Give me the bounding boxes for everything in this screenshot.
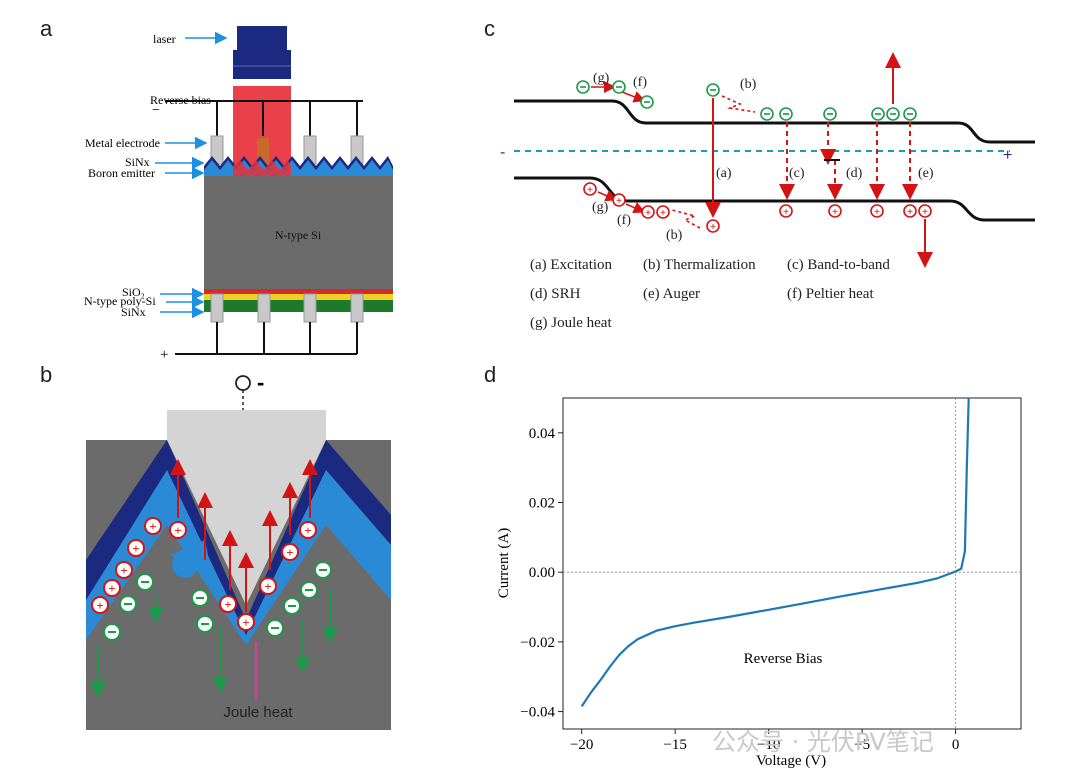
y-tick-label: −0.02 (520, 635, 555, 651)
legend-band-to-band: (c) Band-to-band (787, 257, 890, 273)
label-n-type-si: N-type Si (275, 228, 322, 242)
legend-auger: (e) Auger (643, 286, 701, 302)
svg-text:+: + (224, 597, 231, 612)
x-tick-label: −15 (663, 737, 686, 753)
label-reverse-bias: Reverse bias (150, 93, 211, 107)
label-n-type-poly: N-type poly-Si (84, 294, 156, 308)
y-tick-label: 0.00 (529, 565, 555, 581)
panel-c-letter: c (484, 16, 495, 41)
plus-c: + (1003, 147, 1012, 164)
x-tick-label: −20 (570, 737, 593, 753)
svg-text:+: + (132, 541, 139, 556)
svg-text:+: + (242, 615, 249, 630)
panel-b-letter: b (40, 362, 53, 387)
panel-a-letter: a (40, 16, 53, 41)
mech-label-g-bottom: (g) (592, 200, 609, 215)
svg-text:+: + (616, 195, 622, 207)
svg-text:+: + (645, 207, 651, 219)
y-tick-label: 0.04 (529, 426, 556, 442)
mech-label-b-top: (b) (740, 77, 757, 92)
label-minus-a: − (152, 103, 160, 118)
y-tick-label: −0.04 (520, 705, 555, 721)
x-axis-label: Voltage (V) (756, 753, 826, 769)
svg-text:+: + (710, 221, 716, 233)
joule-heat-label: Joule heat (223, 704, 293, 721)
svg-text:+: + (874, 206, 880, 218)
label-laser: laser (153, 32, 176, 46)
iv-curve (580, 397, 970, 708)
svg-text:+: + (108, 581, 115, 596)
label-sinx-bottom: SiNx (121, 305, 146, 319)
svg-text:+: + (304, 523, 311, 538)
svg-text:+: + (922, 206, 928, 218)
legend-excitation: (a) Excitation (530, 257, 613, 273)
svg-text:+: + (96, 598, 103, 613)
mech-label-a: (a) (716, 166, 732, 181)
svg-text:+: + (587, 184, 593, 196)
holes-b (91, 517, 317, 631)
mech-label-f-top: (f) (633, 75, 647, 90)
x-tick-label: −5 (854, 737, 870, 753)
svg-text:+: + (174, 523, 181, 538)
svg-text:+: + (907, 206, 913, 218)
mech-label-g-top: (g) (593, 71, 610, 86)
svg-text:+: + (286, 545, 293, 560)
plot-frame (562, 397, 1022, 730)
x-tick-label: 0 (952, 737, 960, 753)
label-sio2: SiO₂ (122, 285, 145, 299)
legend-thermalization: (b) Thermalization (643, 257, 756, 273)
x-tick-label: −10 (757, 737, 780, 753)
mech-label-c: (c) (789, 166, 805, 181)
y-tick-label: 0.02 (529, 496, 555, 512)
legend-joule: (g) Joule heat (530, 315, 612, 331)
svg-text:+: + (149, 519, 156, 534)
label-plus-a: + (160, 347, 168, 363)
svg-text:+: + (660, 207, 666, 219)
minus-c: - (500, 144, 505, 161)
mech-label-e: (e) (918, 166, 934, 181)
label-sinx-top: SiNx (125, 155, 150, 169)
terminal-sign-b: - (257, 370, 264, 395)
label-metal-electrode: Metal electrode (85, 136, 160, 150)
svg-text:+: + (783, 206, 789, 218)
watermark: 公众号 · 光伏PV笔记 (712, 728, 934, 756)
legend-srh: (d) SRH (530, 286, 581, 302)
y-axis-label: Current (A) (496, 528, 512, 598)
panel-d-letter: d (484, 362, 497, 387)
label-boron-emitter: Boron emitter (88, 166, 155, 180)
legend-peltier: (f) Peltier heat (787, 286, 874, 302)
svg-text:+: + (832, 206, 838, 218)
mech-label-f-bottom: (f) (617, 213, 631, 228)
svg-text:+: + (120, 563, 127, 578)
mech-label-b-bottom: (b) (666, 228, 683, 243)
reverse-bias-annotation: Reverse Bias (744, 651, 823, 667)
svg-text:+: + (264, 579, 271, 594)
mech-label-d: (d) (846, 166, 863, 181)
